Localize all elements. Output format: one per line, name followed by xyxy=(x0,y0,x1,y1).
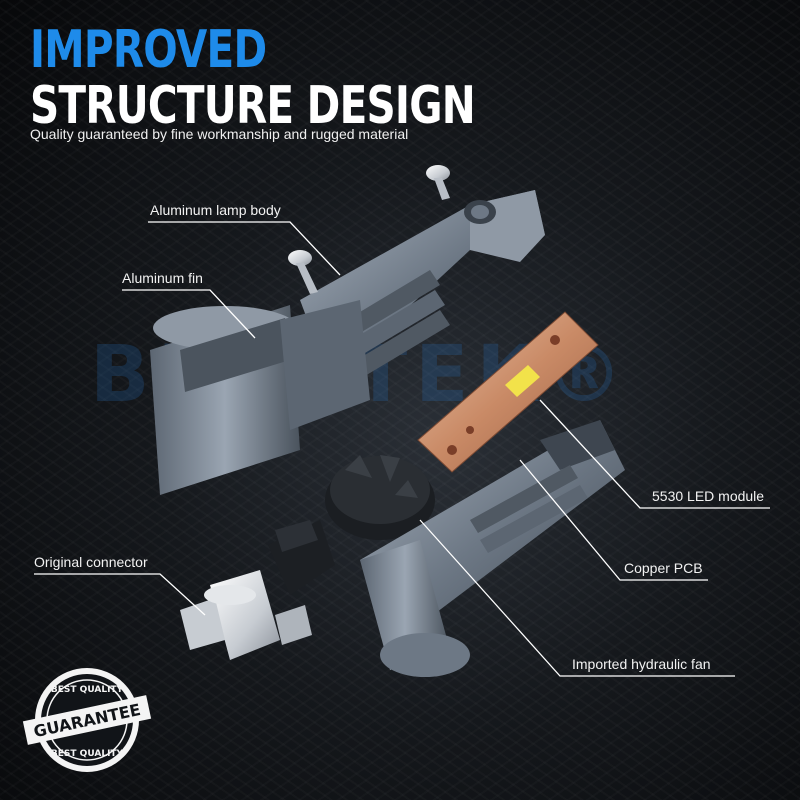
original-connector xyxy=(180,570,312,660)
leader-fan xyxy=(419,519,735,677)
guarantee-badge-icon: BEST QUALITY GUARANTEE BEST QUALITY xyxy=(22,668,152,772)
screw-middle xyxy=(288,250,318,294)
callout-aluminum-fin: Aluminum fin xyxy=(122,270,203,286)
headline-secondary: STRUCTURE DESIGN xyxy=(30,76,476,136)
callout-copper-pcb: Copper PCB xyxy=(624,560,703,576)
tagline: Quality guaranteed by fine workmanship a… xyxy=(30,126,409,142)
connector-rubber xyxy=(268,520,335,595)
leader-led-module xyxy=(539,399,770,509)
leader-connector xyxy=(34,573,206,616)
copper-pcb xyxy=(417,311,599,473)
screw-top xyxy=(426,165,450,200)
headline-primary: IMPROVED xyxy=(30,20,267,80)
badge-top-text: BEST QUALITY xyxy=(51,685,124,695)
aluminum-fin-housing xyxy=(150,300,370,495)
leader-lamp-body xyxy=(148,221,341,276)
callout-original-connector: Original connector xyxy=(34,554,148,570)
badge-bottom-text: BEST QUALITY xyxy=(51,749,124,759)
led-chip-icon xyxy=(505,365,540,397)
leader-fin xyxy=(122,289,256,339)
lamp-body-lower xyxy=(360,420,625,677)
callout-aluminum-lamp-body: Aluminum lamp body xyxy=(150,202,281,218)
callout-hydraulic-fan: Imported hydraulic fan xyxy=(572,656,711,672)
callout-leader-lines xyxy=(34,221,770,677)
hydraulic-fan xyxy=(325,455,435,540)
leader-pcb xyxy=(519,459,708,581)
callout-led-module: 5530 LED module xyxy=(652,488,765,504)
